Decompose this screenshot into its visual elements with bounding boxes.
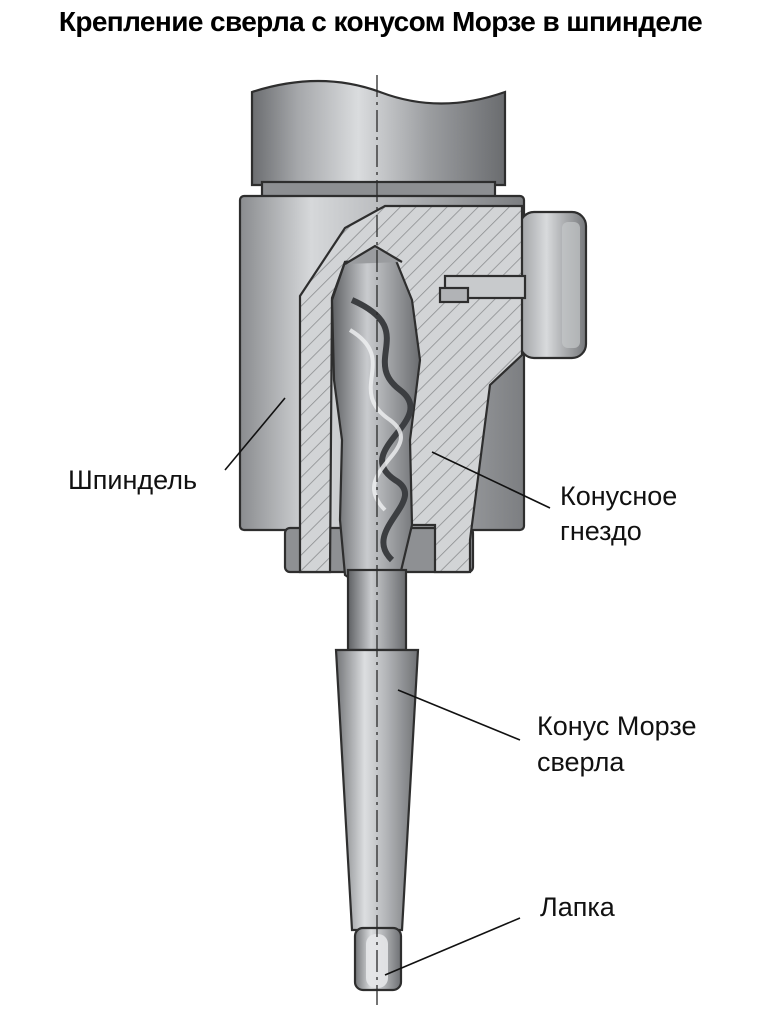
label-morse-line2: сверла	[537, 747, 625, 777]
drill-tang	[353, 926, 403, 992]
spindle-upper-cylinder	[250, 79, 507, 202]
leader-tang	[384, 917, 521, 976]
leader-socket	[431, 451, 551, 509]
label-socket-line2: гнездо	[560, 516, 642, 546]
drill-flutes	[330, 244, 422, 592]
label-spindle: Шпиндель	[68, 465, 197, 495]
leader-morse-taper	[397, 689, 521, 741]
label-tang: Лапка	[540, 892, 616, 922]
diagram-title: Крепление сверла с конусом Морзе в шпинд…	[58, 6, 703, 37]
label-socket-line1: Конусное	[560, 481, 677, 511]
leader-spindle	[224, 397, 286, 471]
clamp-knob	[518, 210, 588, 360]
label-morse-line1: Конус Морзе	[537, 711, 696, 741]
